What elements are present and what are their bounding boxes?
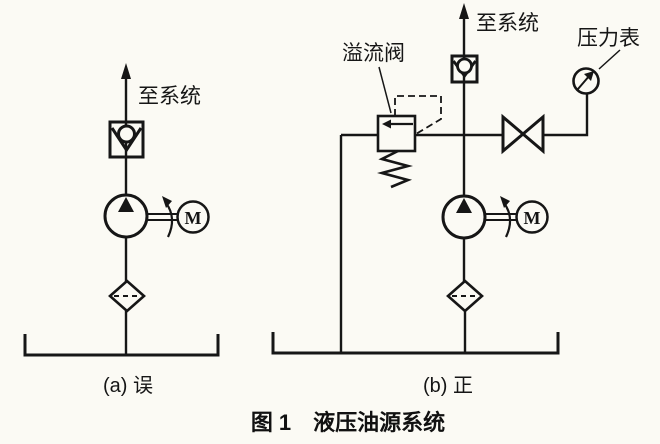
figure-caption: 图 1 液压油源系统 [251, 410, 445, 435]
pump-symbol-b [441, 194, 487, 240]
shutoff-valve-symbol [501, 113, 545, 155]
pressure-gauge-symbol [572, 67, 600, 95]
gauge-line [543, 94, 589, 137]
check-valve-symbol-a [108, 120, 145, 159]
panel-b-circuit: 至系统 [271, 3, 621, 355]
pilot-line [394, 95, 442, 135]
panel-b-label: (b) 正 [423, 375, 473, 397]
relief-valve-label: 溢流阀 [342, 42, 405, 65]
pressure-gauge-leader-line [598, 49, 621, 70]
to-system-arrow-b [459, 3, 469, 197]
tank-symbol-b [271, 332, 560, 355]
to-system-label-b: 至系统 [476, 12, 539, 35]
check-valve-symbol-b [450, 54, 479, 84]
filter-symbol-b [446, 279, 484, 313]
motor-symbol-a [147, 196, 210, 238]
spring-symbol [376, 149, 414, 189]
relief-valve-symbol [376, 95, 442, 189]
to-system-label-a: 至系统 [138, 85, 201, 108]
relief-valve-leader-line [378, 66, 392, 114]
tank-symbol-a [23, 334, 220, 357]
pump-symbol-a [103, 193, 149, 239]
panel-a-circuit: 至系统 M [23, 63, 220, 357]
panel-a-label: (a) 误 [103, 375, 153, 397]
motor-letter-a: M [185, 208, 202, 228]
motor-letter-b: M [524, 208, 541, 228]
pressure-gauge-label: 压力表 [577, 27, 640, 50]
filter-symbol-a [108, 279, 146, 313]
motor-symbol-b [485, 196, 549, 238]
